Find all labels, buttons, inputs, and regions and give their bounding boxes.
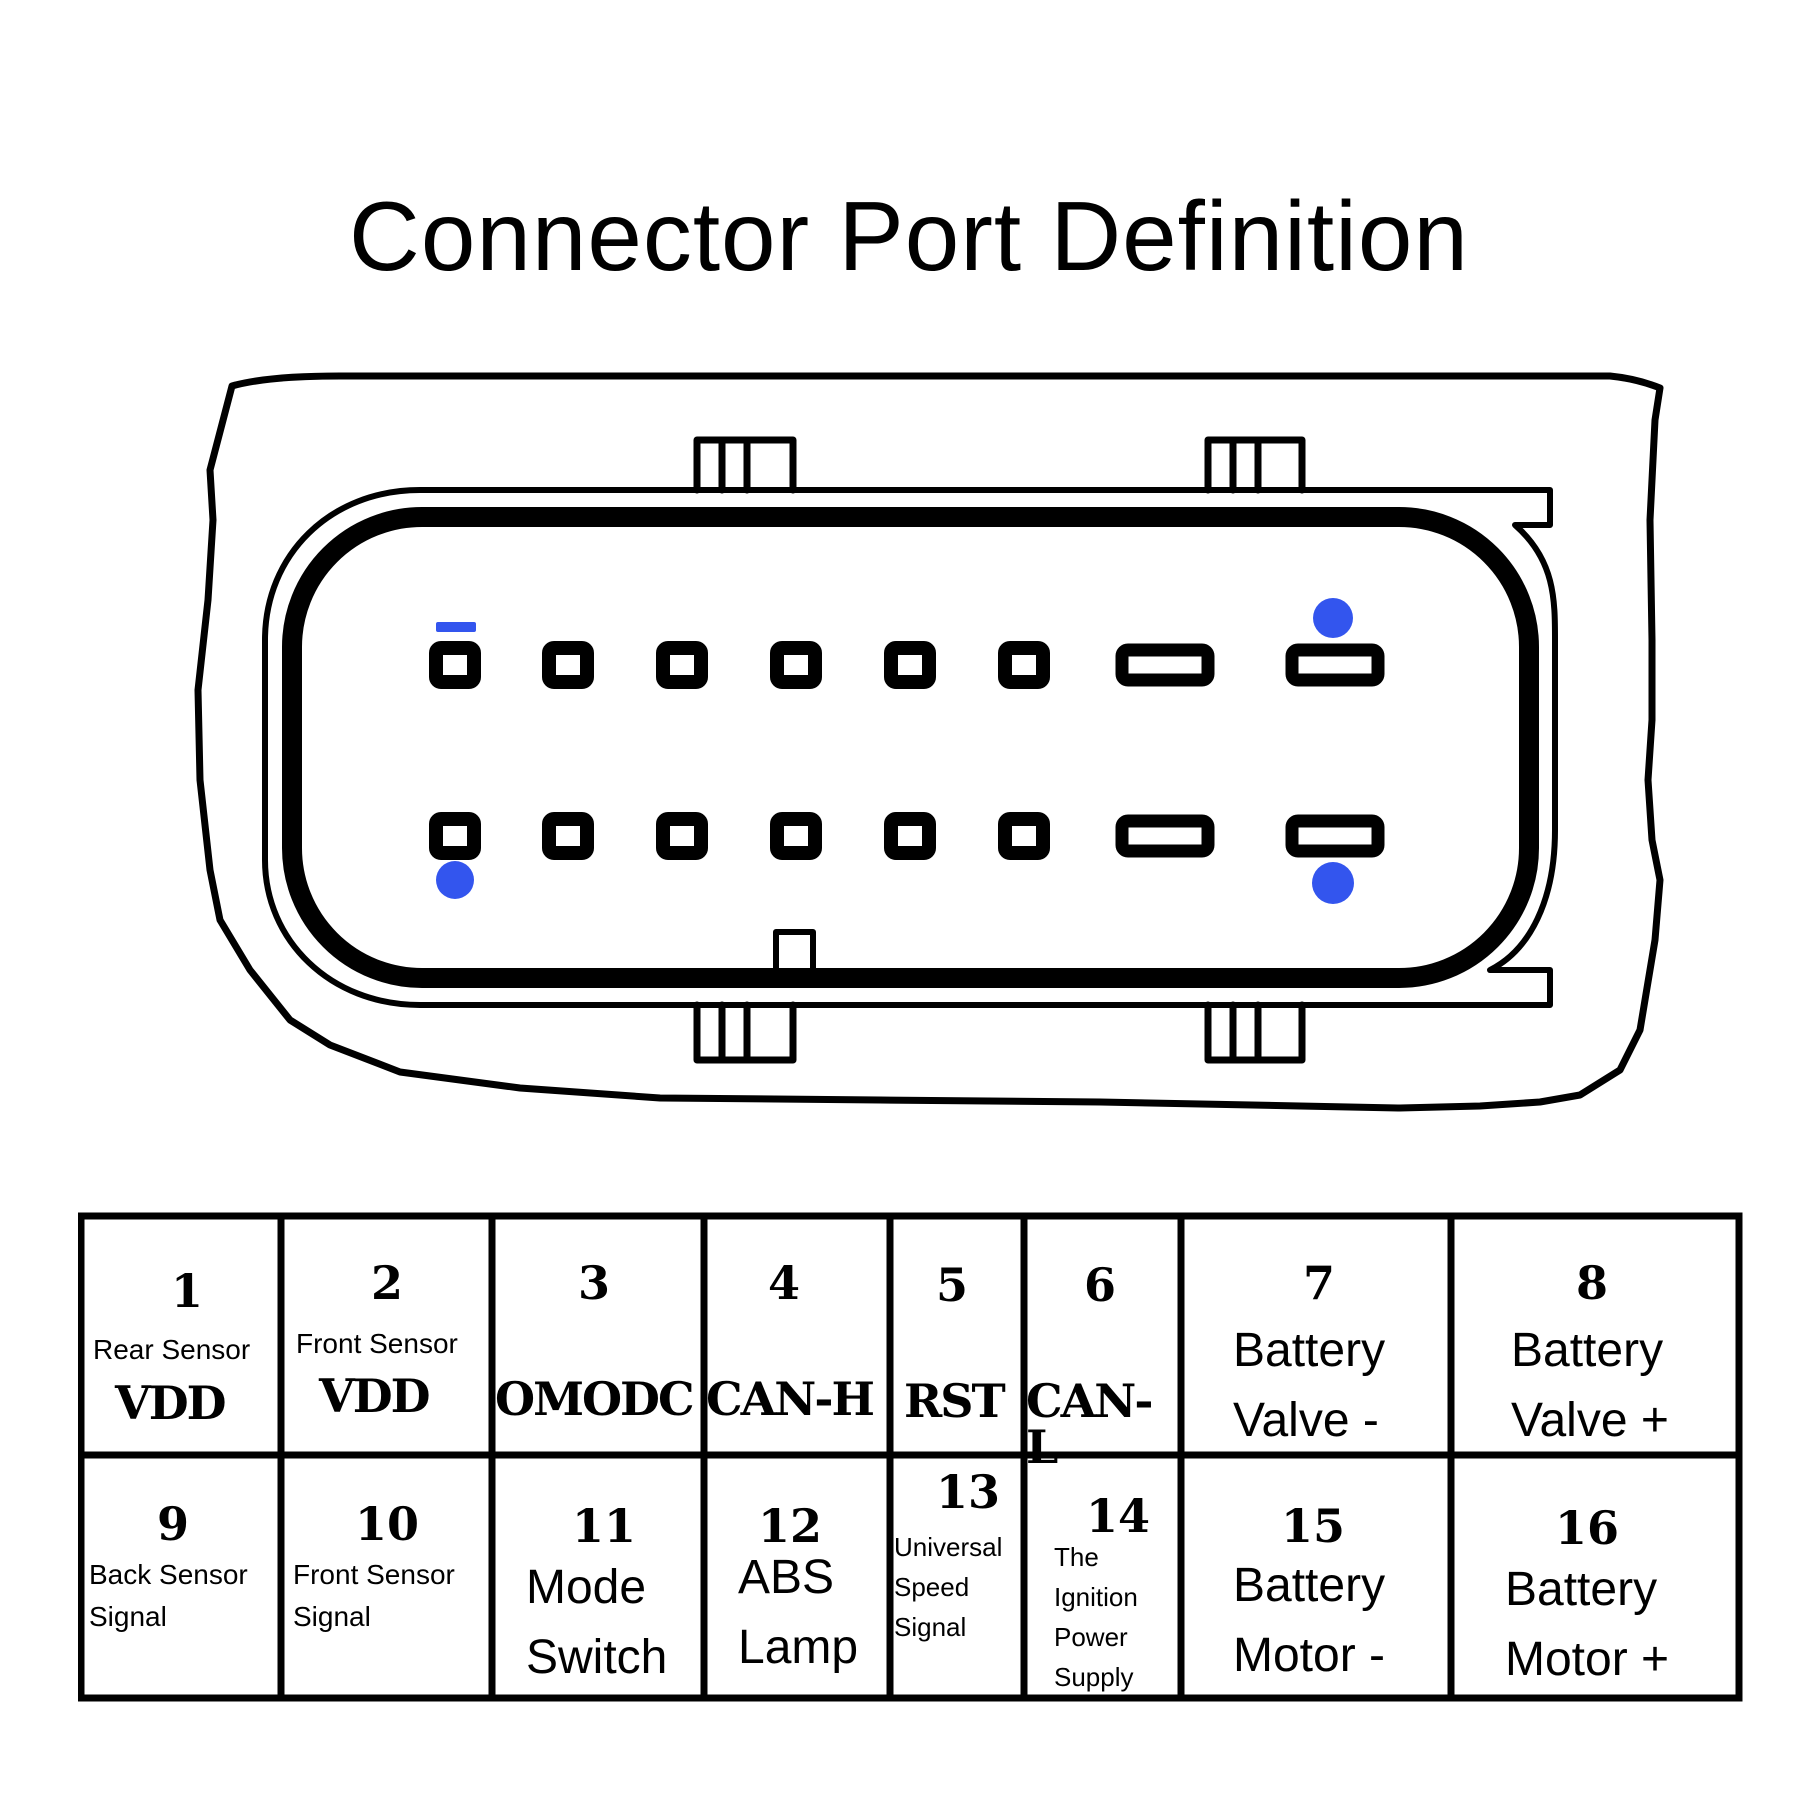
pin-label: Front Sensor (293, 1559, 455, 1590)
pin-label: VDD (319, 1369, 430, 1423)
pin-number: 8 (1576, 1256, 1609, 1310)
latch-tab-top-left (693, 436, 797, 494)
pin-number: 3 (578, 1256, 611, 1310)
pin-socket-11 (656, 812, 708, 860)
pin-label: Rear Sensor (93, 1334, 251, 1365)
pin-socket-5 (884, 641, 936, 689)
pin-cell-8: 8 Battery Valve + (1451, 1216, 1739, 1455)
pin-socket-13 (884, 812, 936, 860)
pin-definition-table: 1 Rear Sensor VDD 2 Front Sensor VDD 3 O… (78, 1212, 1744, 1702)
connector-shell-outline (262, 487, 1558, 1008)
pin-number: 5 (936, 1258, 969, 1312)
pin-cell-13: 13 Universal Speed Signal (890, 1455, 1024, 1698)
pin-socket-8 (1285, 643, 1385, 687)
pin-label: ABS (738, 1551, 835, 1604)
latch-tab-top-right (1204, 436, 1306, 494)
pin-label: OMODC (495, 1372, 695, 1426)
pin-label: Lamp (738, 1621, 859, 1674)
pin-label: Power (1054, 1622, 1128, 1652)
pin-socket-1 (429, 641, 481, 689)
pin-socket-4 (770, 641, 822, 689)
pin-label: Back Sensor (89, 1559, 248, 1590)
pin-cell-7: 7 Battery Valve - (1181, 1216, 1451, 1455)
pin-number: 2 (371, 1256, 404, 1310)
pin-socket-6 (998, 641, 1050, 689)
pin-8-marker (1313, 598, 1353, 638)
pin-9-marker (436, 861, 474, 899)
pin-label: Valve + (1511, 1394, 1669, 1447)
pin-cell-4: 4 CAN-H (704, 1216, 890, 1455)
pin-cell-1: 1 Rear Sensor VDD (81, 1216, 281, 1455)
pin-socket-9 (429, 812, 481, 860)
pin-socket-12 (770, 812, 822, 860)
pin-label: Signal (293, 1601, 371, 1632)
pin-label: Signal (894, 1612, 967, 1642)
pin-label: Motor + (1505, 1633, 1670, 1686)
pin-label: RST (904, 1374, 1006, 1428)
pin-socket-16 (1285, 814, 1385, 858)
pin-label: Universal (894, 1532, 1003, 1562)
pin-socket-3 (656, 641, 708, 689)
diagram-title: Connector Port Definition (349, 181, 1469, 291)
pin-label: Front Sensor (296, 1328, 458, 1359)
table-grid (78, 1212, 1743, 1702)
pin-16-marker (1312, 862, 1354, 904)
pin-number: 12 (758, 1499, 823, 1553)
pin-number: 11 (572, 1499, 637, 1553)
pin-label: CAN-H (706, 1372, 875, 1426)
pin-number: 7 (1303, 1256, 1336, 1310)
pin-label: The (1054, 1542, 1099, 1572)
pin-label: Motor - (1233, 1629, 1386, 1682)
connector-housing-outline (194, 372, 1664, 1112)
pin-socket-14 (998, 812, 1050, 860)
pin-label: Ignition (1054, 1582, 1138, 1612)
pin-label: VDD (115, 1376, 226, 1430)
latch-tab-bottom-right (1204, 1001, 1306, 1064)
pin-socket-15 (1115, 814, 1215, 858)
pin-cell-16: 16 Battery Motor + (1451, 1455, 1739, 1698)
pin-number: 10 (355, 1497, 420, 1551)
pin-socket-7 (1115, 643, 1215, 687)
pin-label: Battery (1505, 1563, 1658, 1616)
pin-label: Supply (1054, 1662, 1134, 1692)
pin-cell-14: 14 The Ignition Power Supply (1024, 1455, 1181, 1698)
pin-label: CAN-L (1026, 1374, 1153, 1474)
pin-cell-2: 2 Front Sensor VDD (281, 1216, 492, 1455)
polarization-key (773, 929, 816, 981)
latch-tab-bottom-left (693, 1001, 797, 1064)
pin-1-marker (436, 622, 476, 632)
pin-cell-9: 9 Back Sensor Signal (81, 1455, 281, 1698)
pin-number: 16 (1555, 1501, 1620, 1555)
pin-cell-15: 15 Battery Motor - (1181, 1455, 1451, 1698)
pin-label: Battery (1511, 1324, 1664, 1377)
pin-label: Battery (1233, 1559, 1386, 1612)
pin-number: 1 (171, 1264, 204, 1318)
pin-cell-11: 11 Mode Switch (492, 1455, 704, 1698)
pin-socket-10 (542, 812, 594, 860)
pin-socket-2 (542, 641, 594, 689)
pin-number: 13 (936, 1465, 1001, 1519)
pin-label: Speed (894, 1572, 970, 1602)
pin-label: Battery (1233, 1324, 1386, 1377)
pin-label: Switch (526, 1631, 668, 1684)
connector-cavity (282, 507, 1539, 988)
pin-label: Mode (526, 1561, 647, 1614)
pin-cell-5: 5 RST (890, 1216, 1024, 1455)
pin-number: 15 (1281, 1499, 1346, 1553)
pin-cell-12: 12 ABS Lamp (704, 1455, 890, 1698)
pin-cell-6: 6 CAN-L (1024, 1216, 1181, 1470)
pin-number: 4 (768, 1256, 801, 1310)
pin-cell-10: 10 Front Sensor Signal (281, 1455, 492, 1698)
pin-number: 14 (1086, 1489, 1151, 1543)
pin-number: 6 (1084, 1258, 1117, 1312)
pin-cell-3: 3 OMODC (492, 1216, 704, 1455)
pin-label: Valve - (1233, 1394, 1379, 1447)
pin-label: Signal (89, 1601, 167, 1632)
pin-number: 9 (157, 1497, 190, 1551)
